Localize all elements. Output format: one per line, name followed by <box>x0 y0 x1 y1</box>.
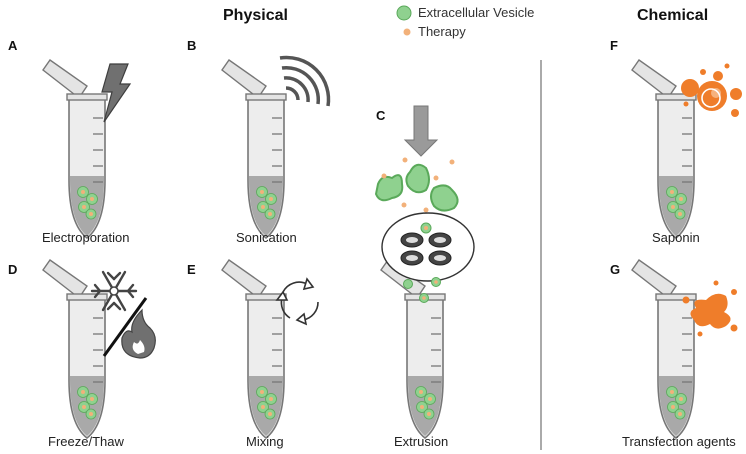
bubbles-icon <box>681 63 742 117</box>
tube-transfection <box>631 259 697 439</box>
tube-sonication <box>221 59 287 239</box>
panel-letter-b: B <box>187 38 197 53</box>
tube-mixing <box>221 259 287 439</box>
legend-therapy-marker <box>403 28 411 36</box>
panel-letter-f: F <box>610 38 618 53</box>
circular-arrows-icon <box>275 277 319 326</box>
legend-ev-label: Extracellular Vesicle <box>418 5 535 20</box>
splash-icon <box>682 280 738 337</box>
legend-ev-marker <box>396 5 412 21</box>
lightning-icon <box>101 63 132 123</box>
caption-sonication: Sonication <box>236 230 297 245</box>
caption-extrusion: Extrusion <box>394 434 449 449</box>
header-physical: Physical <box>223 7 288 24</box>
caption-freeze-thaw: Freeze/Thaw <box>48 434 124 449</box>
caption-electroporation: Electroporation <box>42 230 130 245</box>
caption-mixing: Mixing <box>246 434 284 449</box>
header-chemical: Chemical <box>637 7 709 24</box>
panel-letter-d: D <box>8 262 18 277</box>
panel-letter-c: C <box>376 108 386 123</box>
caption-transfection: Transfection agents <box>622 434 736 449</box>
panel-letter-a: A <box>8 38 18 53</box>
panel-letter-g: G <box>610 262 621 277</box>
filter-membrane-icon <box>374 105 475 303</box>
tube-electroporation <box>42 59 108 239</box>
caption-saponin: Saponin <box>652 230 700 245</box>
snowflake-flame-icon <box>90 270 156 359</box>
sound-waves-icon <box>279 55 331 107</box>
legend-therapy-label: Therapy <box>418 24 466 39</box>
panel-letter-e: E <box>187 262 196 277</box>
